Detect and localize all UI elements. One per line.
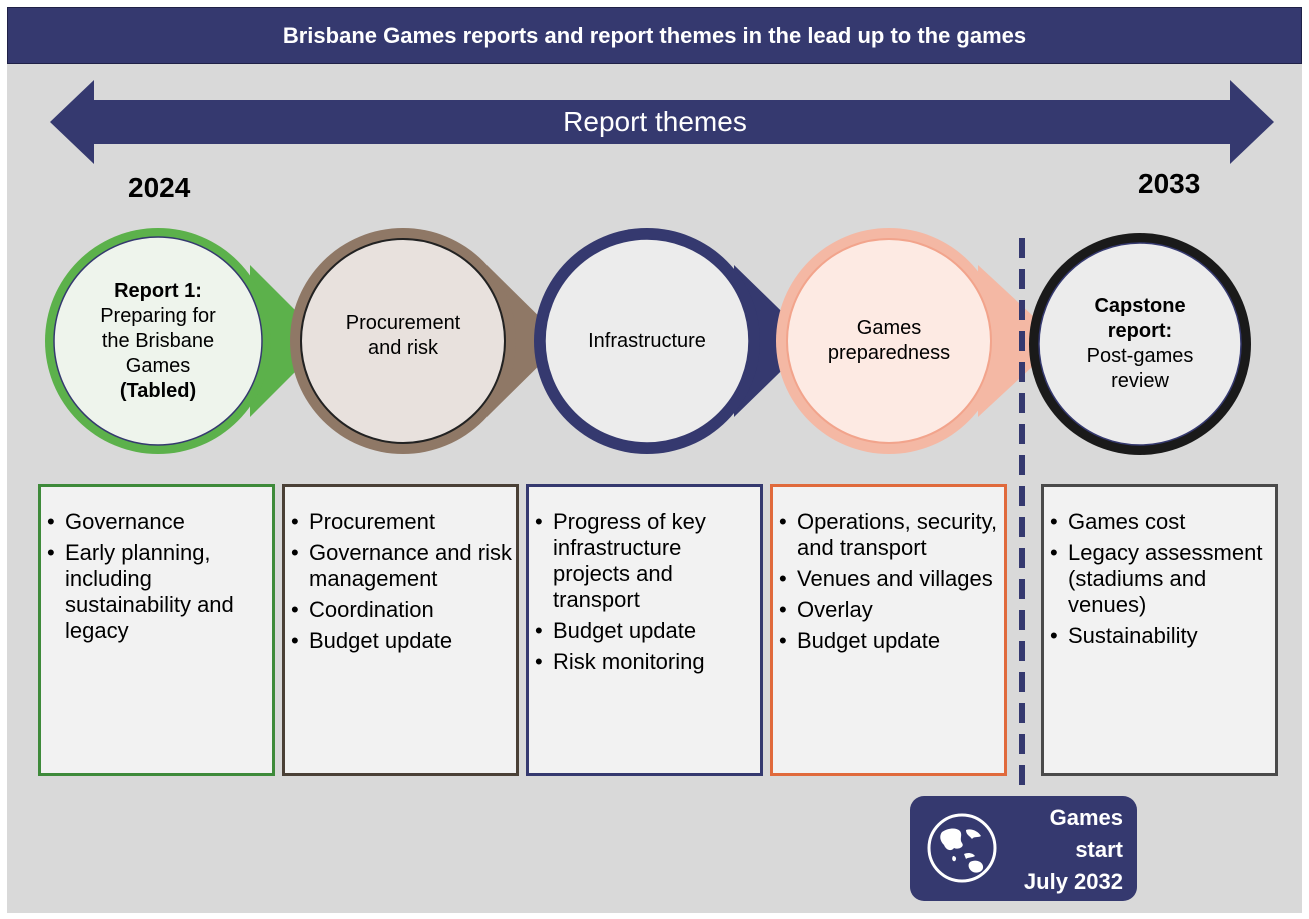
stage-5-line: report: (1107, 320, 1173, 342)
page-title: Brisbane Games reports and report themes… (7, 7, 1302, 64)
games-start-line: start (1075, 837, 1123, 862)
theme-item: Budget update (777, 628, 1000, 654)
stage-4-title: Games preparedness (794, 241, 984, 441)
stage-2-line: and risk (367, 337, 439, 359)
stage-1-line: Games (125, 354, 191, 377)
theme-item: Budget update (533, 618, 756, 644)
stage-4-circle (786, 238, 992, 444)
theme-item: Progress of key infrastructure projects … (533, 509, 756, 613)
theme-item: Legacy assessment (stadiums and venues) (1048, 540, 1271, 618)
games-start-line: July 2032 (1023, 869, 1123, 894)
theme-item: Sustainability (1048, 623, 1271, 649)
theme-item: Governance (45, 509, 268, 535)
theme-item: Procurement (289, 509, 512, 535)
games-start-text: Games start July 2032 (1024, 802, 1123, 898)
stage-4-line: Games (856, 317, 922, 339)
stage-3-pointer (734, 265, 812, 417)
theme-item: Governance and risk management (289, 540, 512, 592)
stage-3-line: Infrastructure (588, 329, 706, 352)
stage-2-line: Procurement (345, 312, 461, 334)
stage-3-title: Infrastructure (552, 241, 742, 441)
stage-5-circle (1038, 242, 1242, 446)
stage-5-line: Post-games (1086, 345, 1194, 367)
theme-item: Budget update (289, 628, 512, 654)
games-start-line: Games (1049, 805, 1123, 830)
theme-item: Overlay (777, 597, 1000, 623)
stage-1-line: Preparing for (100, 304, 216, 327)
stage-2-title: Procurement and risk (308, 241, 498, 431)
stage-3-circle (544, 238, 750, 444)
theme-item: Venues and villages (777, 566, 1000, 592)
stage-3-themes-box: Progress of key infrastructure projects … (526, 484, 763, 776)
theme-item: Games cost (1048, 509, 1271, 535)
stage-4-line: preparedness (827, 342, 951, 364)
stage-5-title: Capstone report: Post-games review (1045, 244, 1235, 444)
stage-1-pointer (250, 265, 326, 417)
stage-4-themes-box: Operations, security, and transport Venu… (770, 484, 1007, 776)
arrow-label: Report themes (563, 106, 747, 137)
stage-1-line: Report 1: (114, 279, 202, 302)
stage-5-themes-box: Games cost Legacy assessment (stadiums a… (1041, 484, 1278, 776)
stage-1-circle (53, 236, 263, 446)
globe-icon (927, 813, 997, 883)
stage-1-line: (Tabled) (119, 379, 197, 402)
theme-item: Early planning, including sustainability… (45, 540, 268, 644)
stage-2-themes-box: Procurement Governance and risk manageme… (282, 484, 519, 776)
stage-5-line: review (1111, 370, 1169, 392)
stage-2-circle (300, 238, 506, 444)
stage-1-title: Report 1: Preparing for the Brisbane Gam… (60, 241, 256, 441)
theme-item: Coordination (289, 597, 512, 623)
year-start: 2024 (128, 172, 191, 203)
theme-item: Risk monitoring (533, 649, 756, 675)
stage-1-themes-box: Governance Early planning, including sus… (38, 484, 275, 776)
report-themes-arrow (50, 80, 1274, 164)
games-start-badge: Games start July 2032 (910, 796, 1137, 901)
theme-item: Operations, security, and transport (777, 509, 1000, 561)
stage-5-line: Capstone (1094, 295, 1186, 317)
stage-1-line: the Brisbane (101, 329, 215, 352)
year-end: 2033 (1138, 168, 1201, 199)
